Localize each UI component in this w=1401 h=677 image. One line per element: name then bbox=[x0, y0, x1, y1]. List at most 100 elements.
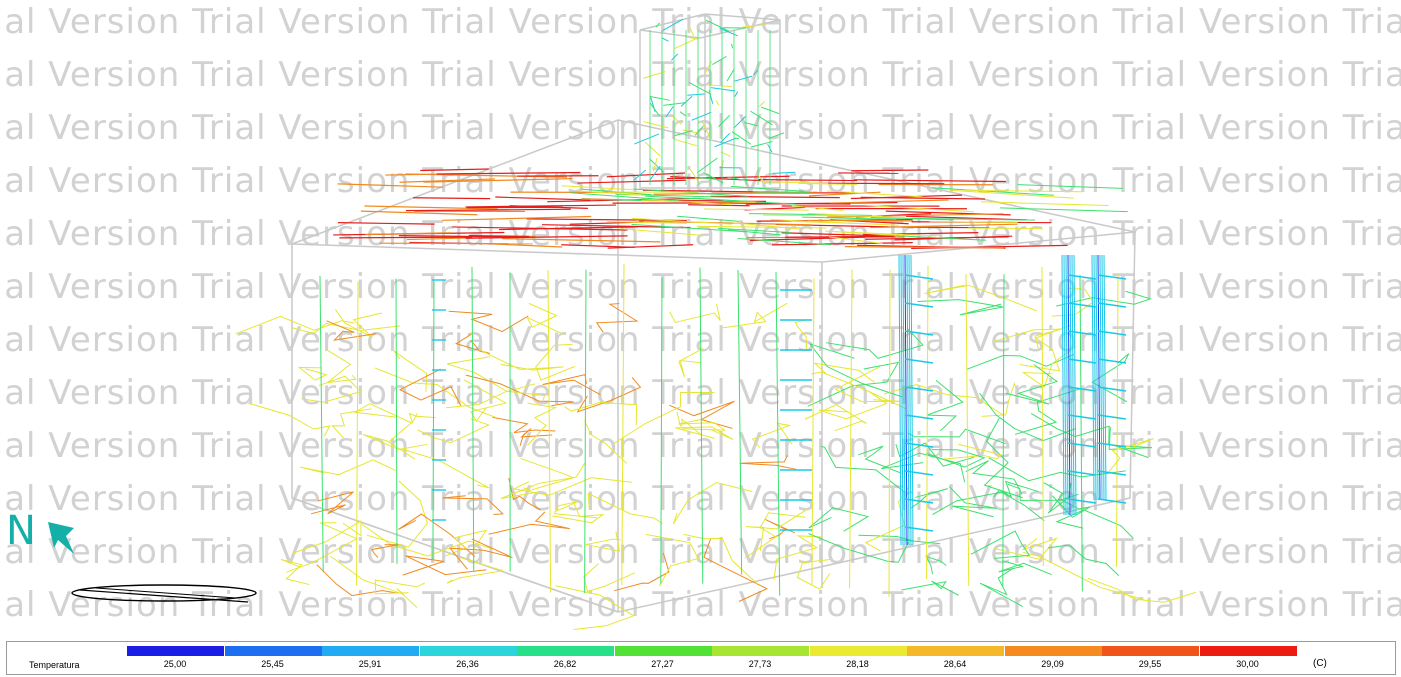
streamline bbox=[335, 309, 383, 338]
streamline bbox=[1067, 442, 1097, 448]
streamline bbox=[1055, 509, 1134, 539]
streamline bbox=[826, 190, 923, 198]
streamline bbox=[810, 371, 906, 410]
streamline bbox=[465, 204, 617, 208]
streamline bbox=[758, 180, 828, 184]
temperature-3d-viewport[interactable] bbox=[0, 0, 1401, 640]
streamline bbox=[896, 235, 987, 241]
streamline bbox=[561, 244, 635, 248]
streamline bbox=[898, 254, 902, 546]
streamline bbox=[1108, 427, 1152, 459]
streamline bbox=[527, 402, 558, 446]
streamline bbox=[750, 140, 773, 148]
streamline bbox=[1069, 254, 1073, 516]
legend-tick: 26,82 bbox=[553, 659, 577, 669]
legend-tick: 30,00 bbox=[1236, 659, 1259, 669]
streamline bbox=[813, 362, 876, 383]
streamline bbox=[300, 459, 396, 476]
streamline bbox=[578, 190, 648, 197]
streamline bbox=[834, 366, 901, 403]
streamline bbox=[688, 82, 712, 95]
streamline bbox=[379, 242, 533, 245]
streamline bbox=[442, 215, 592, 221]
streamline bbox=[703, 172, 724, 184]
streamline bbox=[931, 187, 1054, 196]
streamline bbox=[353, 403, 418, 424]
streamline bbox=[715, 100, 720, 106]
streamline bbox=[757, 179, 858, 182]
legend-tick: 25,91 bbox=[358, 659, 382, 669]
streamline bbox=[864, 204, 974, 213]
streamline bbox=[366, 480, 428, 548]
streamline bbox=[660, 277, 663, 585]
streamline bbox=[1097, 442, 1127, 448]
streamline bbox=[858, 534, 941, 545]
streamline bbox=[966, 353, 1075, 370]
streamline bbox=[655, 22, 660, 28]
streamline bbox=[606, 172, 686, 178]
streamline bbox=[679, 111, 686, 117]
streamline bbox=[310, 491, 354, 515]
streamline bbox=[979, 392, 1077, 442]
streamline bbox=[585, 531, 621, 552]
streamline bbox=[704, 130, 707, 133]
bounding-box-frame bbox=[291, 13, 1136, 613]
streamline bbox=[448, 310, 529, 333]
streamline bbox=[751, 422, 793, 448]
streamline bbox=[402, 555, 487, 576]
streamline bbox=[926, 379, 964, 432]
streamline bbox=[710, 195, 840, 199]
streamline bbox=[547, 270, 552, 593]
streamline bbox=[970, 530, 1031, 559]
streamline bbox=[1115, 273, 1119, 567]
legend-tick: 26,36 bbox=[456, 659, 479, 669]
streamline bbox=[339, 236, 473, 239]
streamline bbox=[331, 408, 372, 439]
streamline bbox=[495, 196, 591, 201]
streamline bbox=[1017, 184, 1123, 189]
streamline bbox=[734, 91, 739, 97]
streamline bbox=[649, 102, 660, 117]
streamline bbox=[1002, 274, 1005, 587]
streamline bbox=[607, 221, 688, 224]
streamline bbox=[999, 207, 1128, 213]
streamline bbox=[519, 428, 553, 446]
streamline bbox=[674, 129, 693, 137]
streamline bbox=[750, 110, 773, 126]
streamline bbox=[808, 533, 909, 563]
streamline bbox=[561, 185, 634, 191]
streamline bbox=[463, 379, 508, 422]
streamline bbox=[781, 232, 896, 237]
streamline bbox=[535, 343, 576, 381]
streamline bbox=[744, 512, 806, 559]
streamline bbox=[491, 243, 563, 248]
streamline bbox=[749, 236, 865, 242]
streamline bbox=[849, 269, 853, 589]
streamline bbox=[705, 19, 730, 32]
streamline bbox=[758, 101, 766, 108]
streamline bbox=[393, 350, 428, 393]
streamline bbox=[641, 200, 756, 203]
streamline bbox=[703, 538, 768, 602]
streamline bbox=[993, 480, 1039, 498]
streamline bbox=[965, 460, 1023, 495]
streamline bbox=[400, 448, 490, 489]
streamline bbox=[718, 114, 731, 128]
streamline bbox=[1067, 414, 1097, 420]
streamline bbox=[576, 377, 642, 413]
streamline bbox=[796, 558, 832, 590]
streamline bbox=[699, 177, 720, 181]
streamline bbox=[1097, 470, 1127, 476]
streamline bbox=[1067, 386, 1097, 392]
streamline bbox=[910, 254, 914, 546]
streamline bbox=[644, 141, 661, 157]
streamline bbox=[775, 272, 781, 596]
streamline bbox=[732, 222, 801, 230]
streamline bbox=[791, 205, 844, 211]
streamline bbox=[526, 302, 564, 335]
streamline bbox=[1087, 577, 1196, 603]
streamline bbox=[696, 225, 827, 229]
streamline bbox=[941, 443, 1003, 460]
legend-swatch bbox=[907, 646, 1004, 656]
streamline bbox=[1097, 498, 1127, 504]
